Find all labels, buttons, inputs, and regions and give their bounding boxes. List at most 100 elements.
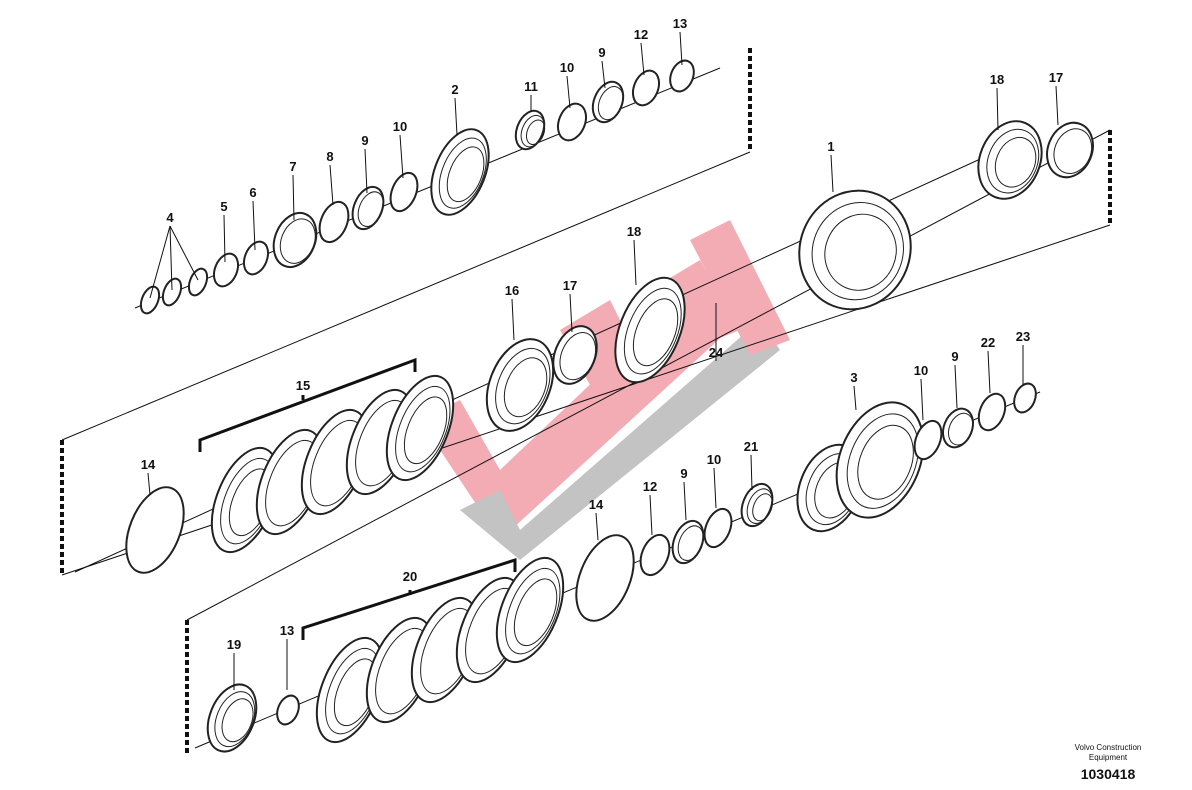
part [430,128,490,216]
part-outline [446,146,485,203]
leader-line [292,174,295,221]
brace-20 [301,557,517,640]
callout-3: 3 [850,370,857,385]
callout-5: 5 [220,199,227,214]
leader-line [454,97,458,136]
callout-4: 4 [166,210,174,225]
part [639,533,671,577]
callout-9: 9 [951,349,958,364]
leader-line [713,467,717,509]
part-outline [276,694,300,726]
part [242,240,270,276]
leader-line [649,494,653,536]
part-outline [575,534,635,622]
part [614,276,686,384]
part-outline [513,578,558,647]
part-outline [559,332,597,381]
callout-8: 8 [326,149,333,164]
part [385,374,455,482]
part [671,519,705,565]
part-outline [139,285,161,315]
part-outline [947,412,974,446]
part-outline [272,211,318,269]
part [272,211,318,269]
callout-14: 14 [141,457,156,472]
part-outline [520,114,545,148]
callout-9: 9 [361,133,368,148]
part [495,556,565,664]
leader-line [853,385,857,411]
callout-12: 12 [643,479,657,494]
callout-18: 18 [990,72,1004,87]
part-outline [677,525,704,561]
callout-16: 16 [505,283,519,298]
part [212,252,240,288]
callout-6: 6 [249,185,256,200]
callout-21: 21 [744,439,758,454]
part-outline [385,374,455,482]
part [139,285,161,315]
callout-19: 19 [227,637,241,652]
leader-line [987,350,991,394]
part [389,171,419,213]
part [913,419,943,461]
frame-line [61,151,751,441]
leader-line [750,454,753,491]
part [557,102,587,142]
leader-line [223,214,226,263]
part [669,59,695,93]
part [798,189,912,311]
part-outline [977,392,1007,432]
leader-line [566,75,571,109]
leader-line [511,298,515,341]
leader-line [569,293,573,333]
callout-22: 22 [981,335,995,350]
callout-15: 15 [296,378,310,393]
parts [125,59,1094,753]
part-outline [214,691,256,748]
leader-line [679,31,683,66]
callout-17: 17 [563,278,577,293]
part-outline [811,201,904,301]
callout-9: 9 [680,466,687,481]
part-outline [212,252,240,288]
part-outline [597,86,624,121]
part-outline [357,191,384,227]
part-outline [187,267,209,297]
part-outline [631,69,661,107]
part-outline [798,189,912,311]
part [942,407,974,449]
part-outline [1046,121,1094,179]
manufacturer-label: Volvo Construction Equipment [1074,743,1142,762]
part [1013,382,1037,414]
part [485,338,555,432]
part-outline [752,493,773,522]
callout-11: 11 [524,79,538,94]
part [351,185,385,231]
part-outline [639,533,671,577]
callout-24: 24 [709,345,724,360]
part-outline [395,385,451,473]
part [206,683,258,753]
callout-13: 13 [673,16,687,31]
leader-line [399,134,404,179]
part-outline [525,119,546,146]
callout-10: 10 [707,452,721,467]
leader-line [830,154,834,193]
leader-line [149,225,171,299]
part-outline [221,698,254,743]
part [187,267,209,297]
part-outline [242,240,270,276]
part-outline [485,338,555,432]
drawing-number: 1030418 [1080,766,1136,782]
leader-line [364,148,368,194]
callout-13: 13 [280,623,294,638]
part-outline [857,424,914,500]
part-outline [495,347,551,425]
drawing-footer: Volvo Construction Equipment 1030418 [1068,743,1148,782]
leader-line [169,225,199,281]
part [591,80,625,124]
part [125,486,185,574]
